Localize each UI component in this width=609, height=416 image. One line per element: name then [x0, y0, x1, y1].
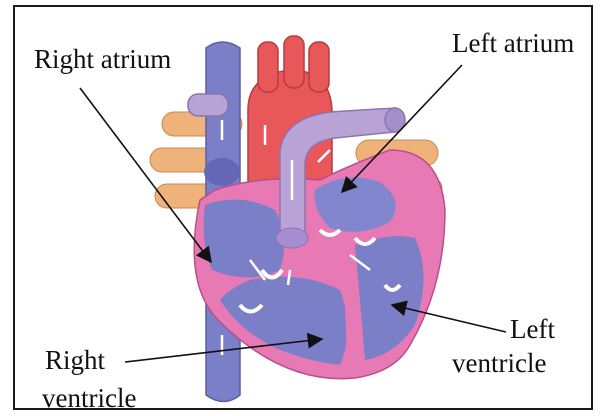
- label-left-ventricle-line1: Left: [510, 314, 555, 344]
- label-right-ventricle-line2: ventricle: [42, 383, 136, 413]
- label-right-atrium: Right atrium: [34, 44, 171, 74]
- label-right-ventricle-line1: Right: [45, 345, 105, 375]
- label-left-ventricle-line2: ventricle: [452, 348, 546, 378]
- label-left-atrium: Left atrium: [452, 28, 574, 58]
